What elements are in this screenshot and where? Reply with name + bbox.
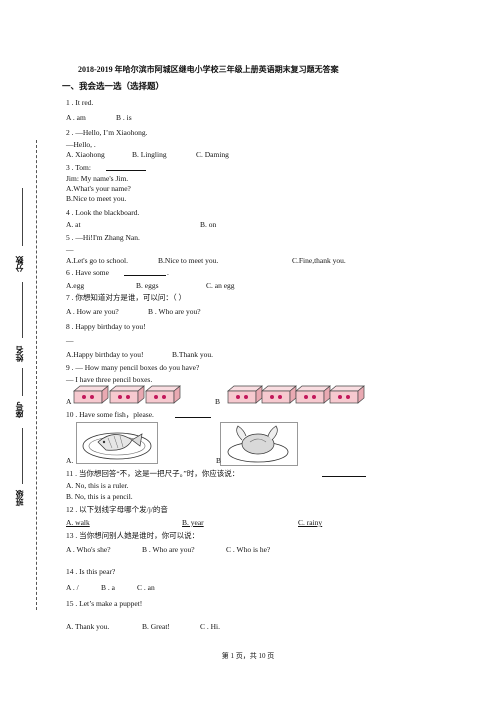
q7-stem: 7 . 你想知道对方是谁，可以问：（ ）	[66, 293, 186, 302]
q4-option-b[interactable]: B. on	[200, 220, 217, 229]
q2-option-b[interactable]: B. Lingling	[132, 150, 167, 159]
q3-answer-blank[interactable]	[106, 163, 146, 171]
q9-line2: — I have three pencil boxes.	[66, 375, 153, 384]
q15-stem: 15 . Let’s make a puppet!	[66, 599, 143, 608]
q4-stem: 4 . Look the blackboard.	[66, 208, 140, 217]
q12-stem: 12 . 以下划线字母哪个发/j/的音	[66, 505, 168, 514]
q9-option-b[interactable]: B	[215, 397, 221, 406]
q6-answer-blank[interactable]	[124, 268, 166, 276]
name-blank	[22, 282, 23, 338]
q7-option-b[interactable]: B . Who are you?	[148, 307, 201, 316]
q6-stem: 6 . Have some	[66, 268, 109, 277]
q13-option-a[interactable]: A . Who's she?	[66, 545, 111, 554]
q4-option-a[interactable]: A. at	[66, 220, 81, 229]
side-label-class: 班级	[15, 490, 24, 506]
page-title: 2018-2019 年哈尔滨市阿城区继电小学校三年级上册英语期末复习题无答案	[78, 65, 339, 74]
q11-answer-blank[interactable]	[322, 469, 366, 477]
q10-option-a[interactable]: A.	[66, 456, 74, 465]
q5-option-b[interactable]: B.Nice to meet you.	[158, 256, 219, 265]
q8-option-a[interactable]: A.Happy birthday to you!	[66, 350, 144, 359]
q3-option-a[interactable]: A.What's your name?	[66, 184, 131, 193]
pencil-boxes-image-b	[227, 385, 365, 404]
q13-option-b[interactable]: B . Who are you?	[142, 545, 195, 554]
q6-option-a[interactable]: A.egg	[66, 281, 85, 290]
q11-option-b[interactable]: B. No, this is a pencil.	[66, 492, 133, 501]
q15-option-c[interactable]: C . Hi.	[200, 622, 221, 631]
q8-stem: 8 . Happy birthday to you!	[66, 322, 146, 331]
side-label-name: 姓名	[15, 346, 24, 362]
q15-option-b[interactable]: B. Great!	[142, 622, 170, 631]
q5-line2: —	[66, 245, 74, 254]
q7-option-a[interactable]: A . How are you?	[66, 307, 119, 316]
fish-image	[76, 422, 158, 464]
q14-option-c[interactable]: C . an	[137, 583, 155, 592]
q1-option-b[interactable]: B . is	[116, 113, 132, 122]
q2-stem: 2 . —Hello, I’m Xiaohong.	[66, 128, 148, 137]
q1-option-a[interactable]: A . am	[66, 113, 86, 122]
q5-option-c[interactable]: C.Fine,thank you.	[292, 256, 346, 265]
q14-stem: 14 . Is this pear?	[66, 567, 116, 576]
q5-option-a[interactable]: A.Let's go to school.	[66, 256, 128, 265]
q10-stem: 10 . Have some fish，please.	[66, 410, 154, 419]
q9-option-a[interactable]: A	[66, 397, 72, 406]
q5-stem: 5 . —Hi!I'm Zhang Nan.	[66, 233, 140, 242]
q13-stem: 13 . 当你想问别人她是谁时，你可以说：	[66, 531, 200, 540]
chicken-dish-image	[220, 422, 298, 466]
q9-stem: 9 . — How many pencil boxes do you have?	[66, 363, 200, 372]
q10-answer-blank[interactable]	[175, 410, 211, 418]
q6-option-b[interactable]: B. eggs	[136, 281, 159, 290]
q11-stem: 11 . 当你想回答“不，这是一把尺子。”时，你应该说：	[66, 469, 240, 478]
side-label-number: 座号	[15, 402, 24, 418]
pencil-boxes-image-a	[73, 385, 181, 404]
q12-option-b[interactable]: B. year	[182, 518, 204, 527]
q10-option-b[interactable]: B.	[216, 456, 223, 465]
pencil-box	[73, 385, 109, 404]
q3-stem: 3 . Tom:	[66, 163, 91, 172]
q2-line2: —Hello, .	[66, 140, 96, 149]
q13-option-c[interactable]: C . Who is he?	[226, 545, 271, 554]
q8-option-b[interactable]: B.Thank you.	[172, 350, 214, 359]
q8-line2: —	[66, 336, 74, 345]
q2-option-c[interactable]: C. Daming	[196, 150, 229, 159]
q3-line2: Jim: My name's Jim.	[66, 174, 129, 183]
q12-option-a[interactable]: A. walk	[66, 518, 90, 527]
q12-option-c[interactable]: C. rainy	[298, 518, 323, 527]
q14-option-a[interactable]: A . /	[66, 583, 79, 592]
class-blank	[22, 428, 23, 484]
score-blank	[22, 188, 23, 246]
q3-option-b[interactable]: B.Nice to meet you.	[66, 194, 127, 203]
section-heading: 一、我会选一选（选择题）	[62, 81, 165, 91]
side-label-score: 分数	[15, 256, 24, 272]
q6-option-c[interactable]: C. an egg	[206, 281, 235, 290]
q1-stem: 1 . It red.	[66, 98, 94, 107]
binding-dashed-line	[36, 140, 37, 610]
page-footer: 第 1 页，共 10 页	[221, 652, 275, 660]
q15-option-a[interactable]: A. Thank you.	[66, 622, 110, 631]
q14-option-b[interactable]: B . a	[101, 583, 115, 592]
q2-option-a[interactable]: A. Xiaohong	[66, 150, 105, 159]
number-blank	[22, 368, 23, 396]
q11-option-a[interactable]: A. No, this is a ruler.	[66, 481, 129, 490]
q6-end: .	[167, 268, 169, 277]
